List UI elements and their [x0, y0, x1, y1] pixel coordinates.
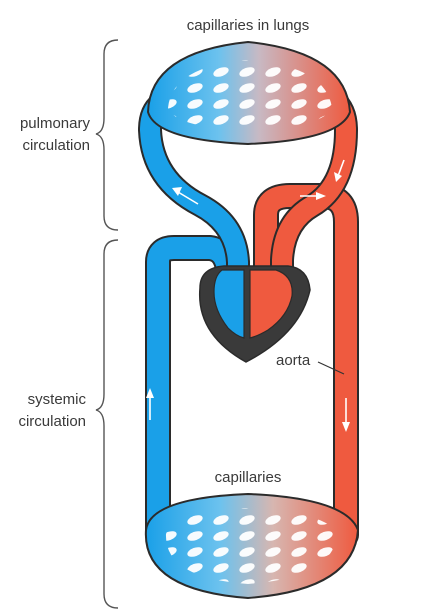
pulmonary-label-line1: pulmonary: [20, 115, 91, 132]
arrow-up-icon: [146, 388, 154, 420]
right-heart-chambers: [213, 269, 245, 339]
aorta-leader-line: [317, 361, 345, 375]
flow-arrows: [146, 159, 350, 432]
lung-capillaries-label: capillaries in lungs: [187, 17, 310, 34]
arrow-down-vein-icon: [334, 159, 345, 182]
lung-capillary-bed: [146, 40, 352, 146]
systemic-label-line1: systemic: [28, 391, 87, 408]
aorta-label: aorta: [276, 352, 311, 369]
arrow-down-icon: [342, 398, 350, 432]
heart: [198, 265, 311, 363]
systemic-bracket: [95, 239, 119, 609]
pulmonary-label-line2: circulation: [22, 137, 90, 154]
systemic-label-line2: circulation: [18, 413, 86, 430]
pulmonary-bracket: [95, 39, 119, 231]
arrow-upleft-icon: [172, 187, 199, 205]
arrow-right-icon: [300, 192, 326, 200]
body-capillaries-label: capillaries: [215, 469, 282, 486]
left-heart-chambers: [249, 269, 293, 339]
body-capillary-bed: [144, 492, 360, 600]
